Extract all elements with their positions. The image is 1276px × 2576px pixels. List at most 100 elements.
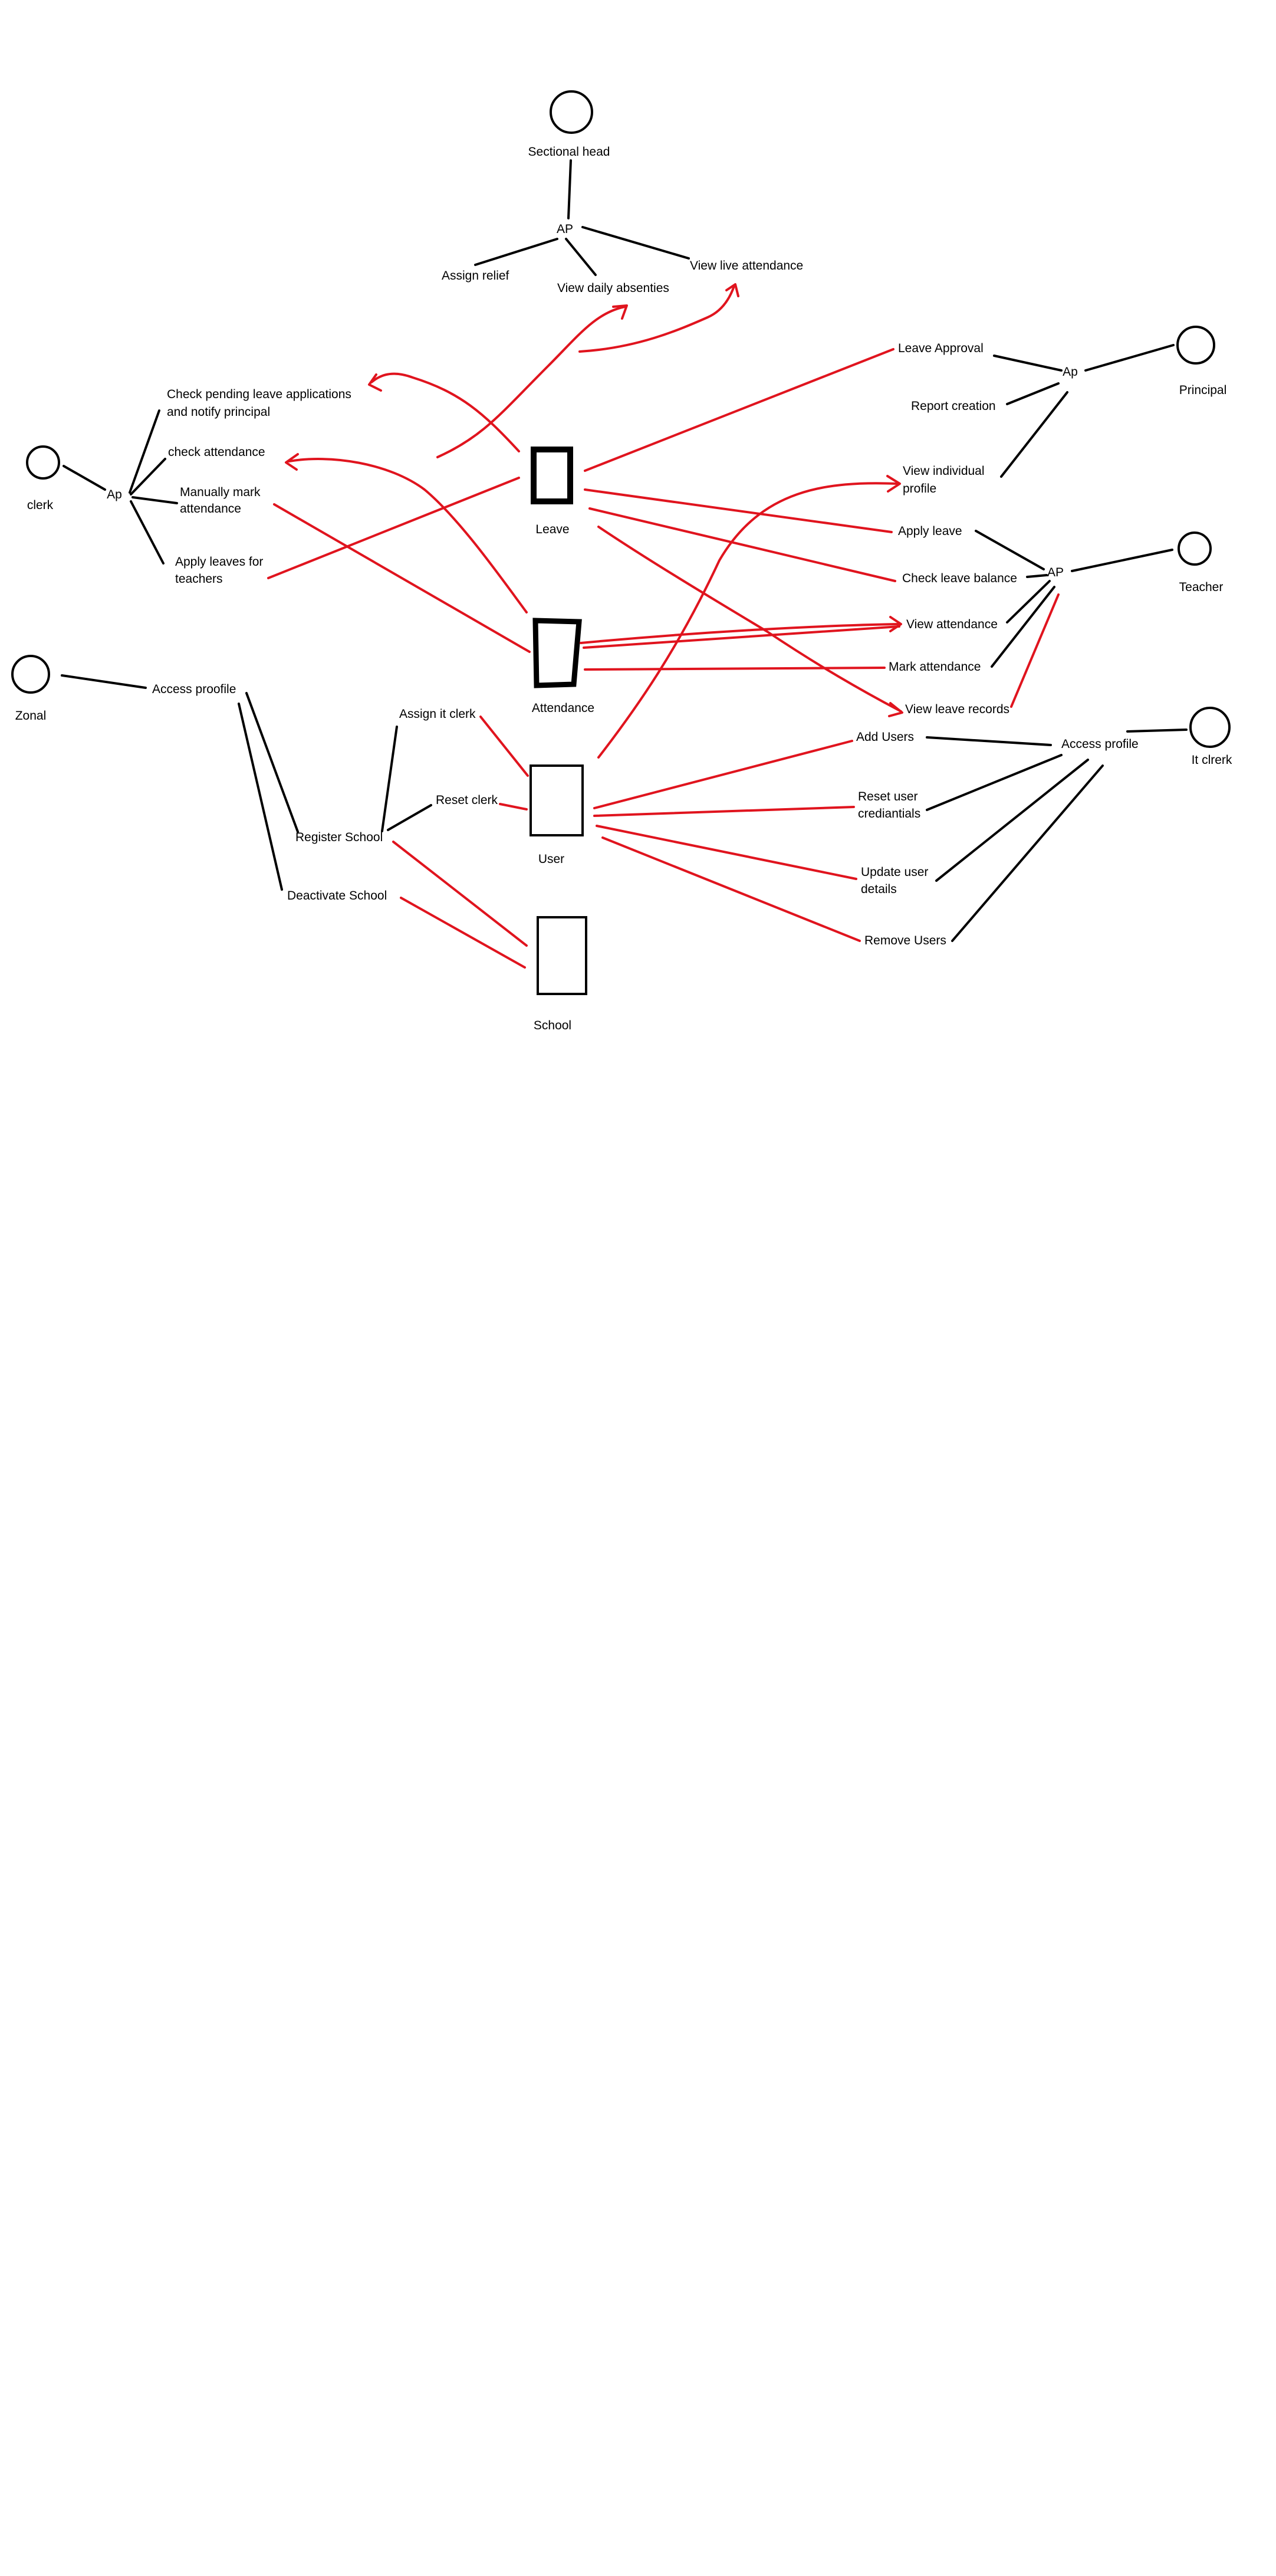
line-zonal-register-school [245, 692, 299, 833]
arrowhead-check-attendance [285, 453, 299, 471]
uc-check-attendance: check attendance [168, 445, 265, 459]
entity-label-user: User [538, 852, 564, 866]
arrowhead-view-leave-records [888, 702, 903, 717]
line-itclerk-update-user [935, 759, 1089, 882]
line-zonal-deactivate-school [238, 703, 283, 891]
uc-view-individual-line1: View individual [903, 464, 985, 478]
link-attendance-check-attendance [288, 458, 528, 613]
uc-assign-it-clerk: Assign it clerk [399, 707, 476, 721]
uc-reset-clerk: Reset clerk [436, 793, 498, 807]
line-principal-leave-approval [993, 355, 1063, 372]
line-register-reset-clerk [387, 804, 432, 831]
uc-apply-leave: Apply leave [898, 524, 962, 538]
hub-sectional-head: AP [557, 222, 573, 236]
link-leave-check-balance [588, 507, 896, 582]
entity-label-leave: Leave [535, 523, 569, 536]
link-leave-apply-leaves-teachers [267, 477, 520, 579]
uc-view-leave-records: View leave records [905, 703, 1009, 716]
entity-user [530, 764, 584, 836]
actor-label-it-clerk: It clrerk [1192, 753, 1232, 767]
line-clerk-actor-hub [63, 465, 106, 491]
line-register-assign-it-clerk [381, 726, 398, 832]
line-clerk-manually-mark [131, 496, 178, 504]
link-leave-apply-leave [584, 488, 893, 533]
link-user-reset-user [593, 806, 855, 817]
line-clerk-check-pending [129, 409, 160, 494]
line-itclerk-reset-user [926, 754, 1063, 811]
line-sh-daily-absenties [565, 238, 597, 276]
link-leave-check-pending [370, 372, 520, 452]
entity-leave [531, 447, 573, 504]
link-leave-leave-approval [584, 348, 894, 472]
uc-check-pending-line1: Check pending leave applications [167, 388, 351, 401]
actor-label-sectional-head: Sectional head [528, 145, 610, 159]
line-itclerk-actor-hub [1126, 729, 1188, 733]
link-user-assign-it-clerk [479, 716, 529, 777]
arrowhead-view-daily-absenties [612, 304, 628, 320]
uc-reset-user-line2: crediantials [858, 807, 920, 821]
arrowhead-view-attendance [889, 616, 902, 632]
link-attendance-manually-mark [273, 503, 531, 653]
uc-check-leave-balance: Check leave balance [902, 572, 1017, 585]
actor-label-principal: Principal [1179, 383, 1227, 397]
line-sh-live-attendance [581, 226, 690, 260]
uc-report-creation: Report creation [911, 399, 996, 413]
entity-label-school: School [534, 1019, 571, 1032]
uc-assign-relief: Assign relief [442, 269, 509, 283]
entity-links [267, 283, 1060, 969]
hub-teacher: AP [1047, 566, 1064, 579]
actor-zonal [11, 655, 50, 694]
line-teacher-check-balance [1026, 574, 1048, 578]
uc-view-daily-absenties: View daily absenties [557, 281, 669, 295]
link-user-add-users [593, 740, 853, 809]
uc-add-users: Add Users [856, 730, 914, 744]
line-principal-report-creation [1006, 382, 1060, 405]
line-clerk-check-attendance [130, 458, 166, 495]
line-sh-actor-hub [567, 159, 572, 219]
uc-view-individual-line2: profile [903, 482, 936, 495]
uc-register-school: Register School [295, 831, 383, 844]
association-lines [61, 159, 1188, 942]
uc-manually-mark-line1: Manually mark [180, 485, 261, 499]
actor-label-clerk: clerk [27, 498, 54, 512]
actor-it-clerk [1189, 707, 1231, 748]
actor-teacher [1178, 531, 1212, 566]
actor-clerk [26, 445, 60, 480]
uc-apply-leaves-line1: Apply leaves for [175, 555, 263, 569]
line-teacher-mark-attendance [991, 586, 1055, 668]
link-attendance-mark-attendance [584, 667, 886, 671]
uc-deactivate-school: Deactivate School [287, 889, 387, 903]
link-user-reset-clerk [499, 803, 528, 810]
link-school-register [392, 841, 528, 947]
entity-school [537, 916, 587, 995]
arrowhead-check-pending [368, 373, 382, 392]
actor-label-zonal: Zonal [15, 709, 47, 723]
line-zonal-actor-hub [61, 674, 147, 689]
actor-sectional-head [550, 90, 593, 134]
line-sh-assign-relief [474, 238, 558, 266]
uc-view-attendance: View attendance [906, 618, 998, 631]
link-user-update-user [596, 825, 857, 880]
link-leave-view-leave-records [597, 526, 902, 713]
link-teacher-view-leave-records [1010, 593, 1060, 708]
link-school-deactivate [400, 897, 526, 969]
uc-remove-users: Remove Users [864, 934, 946, 947]
link-user-remove-users [601, 836, 861, 942]
arrowhead-view-individual [886, 475, 901, 493]
line-teacher-apply-leave [975, 530, 1045, 570]
link-user-view-individual [597, 482, 899, 759]
hub-zonal: Access proofile [152, 682, 236, 696]
uc-manually-mark-line2: attendance [180, 502, 241, 516]
arrowhead-view-live [725, 283, 739, 297]
actor-principal [1176, 326, 1215, 365]
link-attendance-view-live [578, 285, 735, 353]
line-teacher-actor-hub [1071, 549, 1173, 572]
link-attendance-view-attendance-arrow [580, 623, 901, 644]
uc-reset-user-line1: Reset user [858, 790, 918, 803]
uc-update-user-line2: details [861, 882, 897, 896]
actor-label-teacher: Teacher [1179, 580, 1224, 594]
uc-view-live-attendance: View live attendance [690, 259, 803, 273]
link-attendance-view-attendance [583, 625, 900, 649]
line-itclerk-remove-users [951, 764, 1104, 942]
